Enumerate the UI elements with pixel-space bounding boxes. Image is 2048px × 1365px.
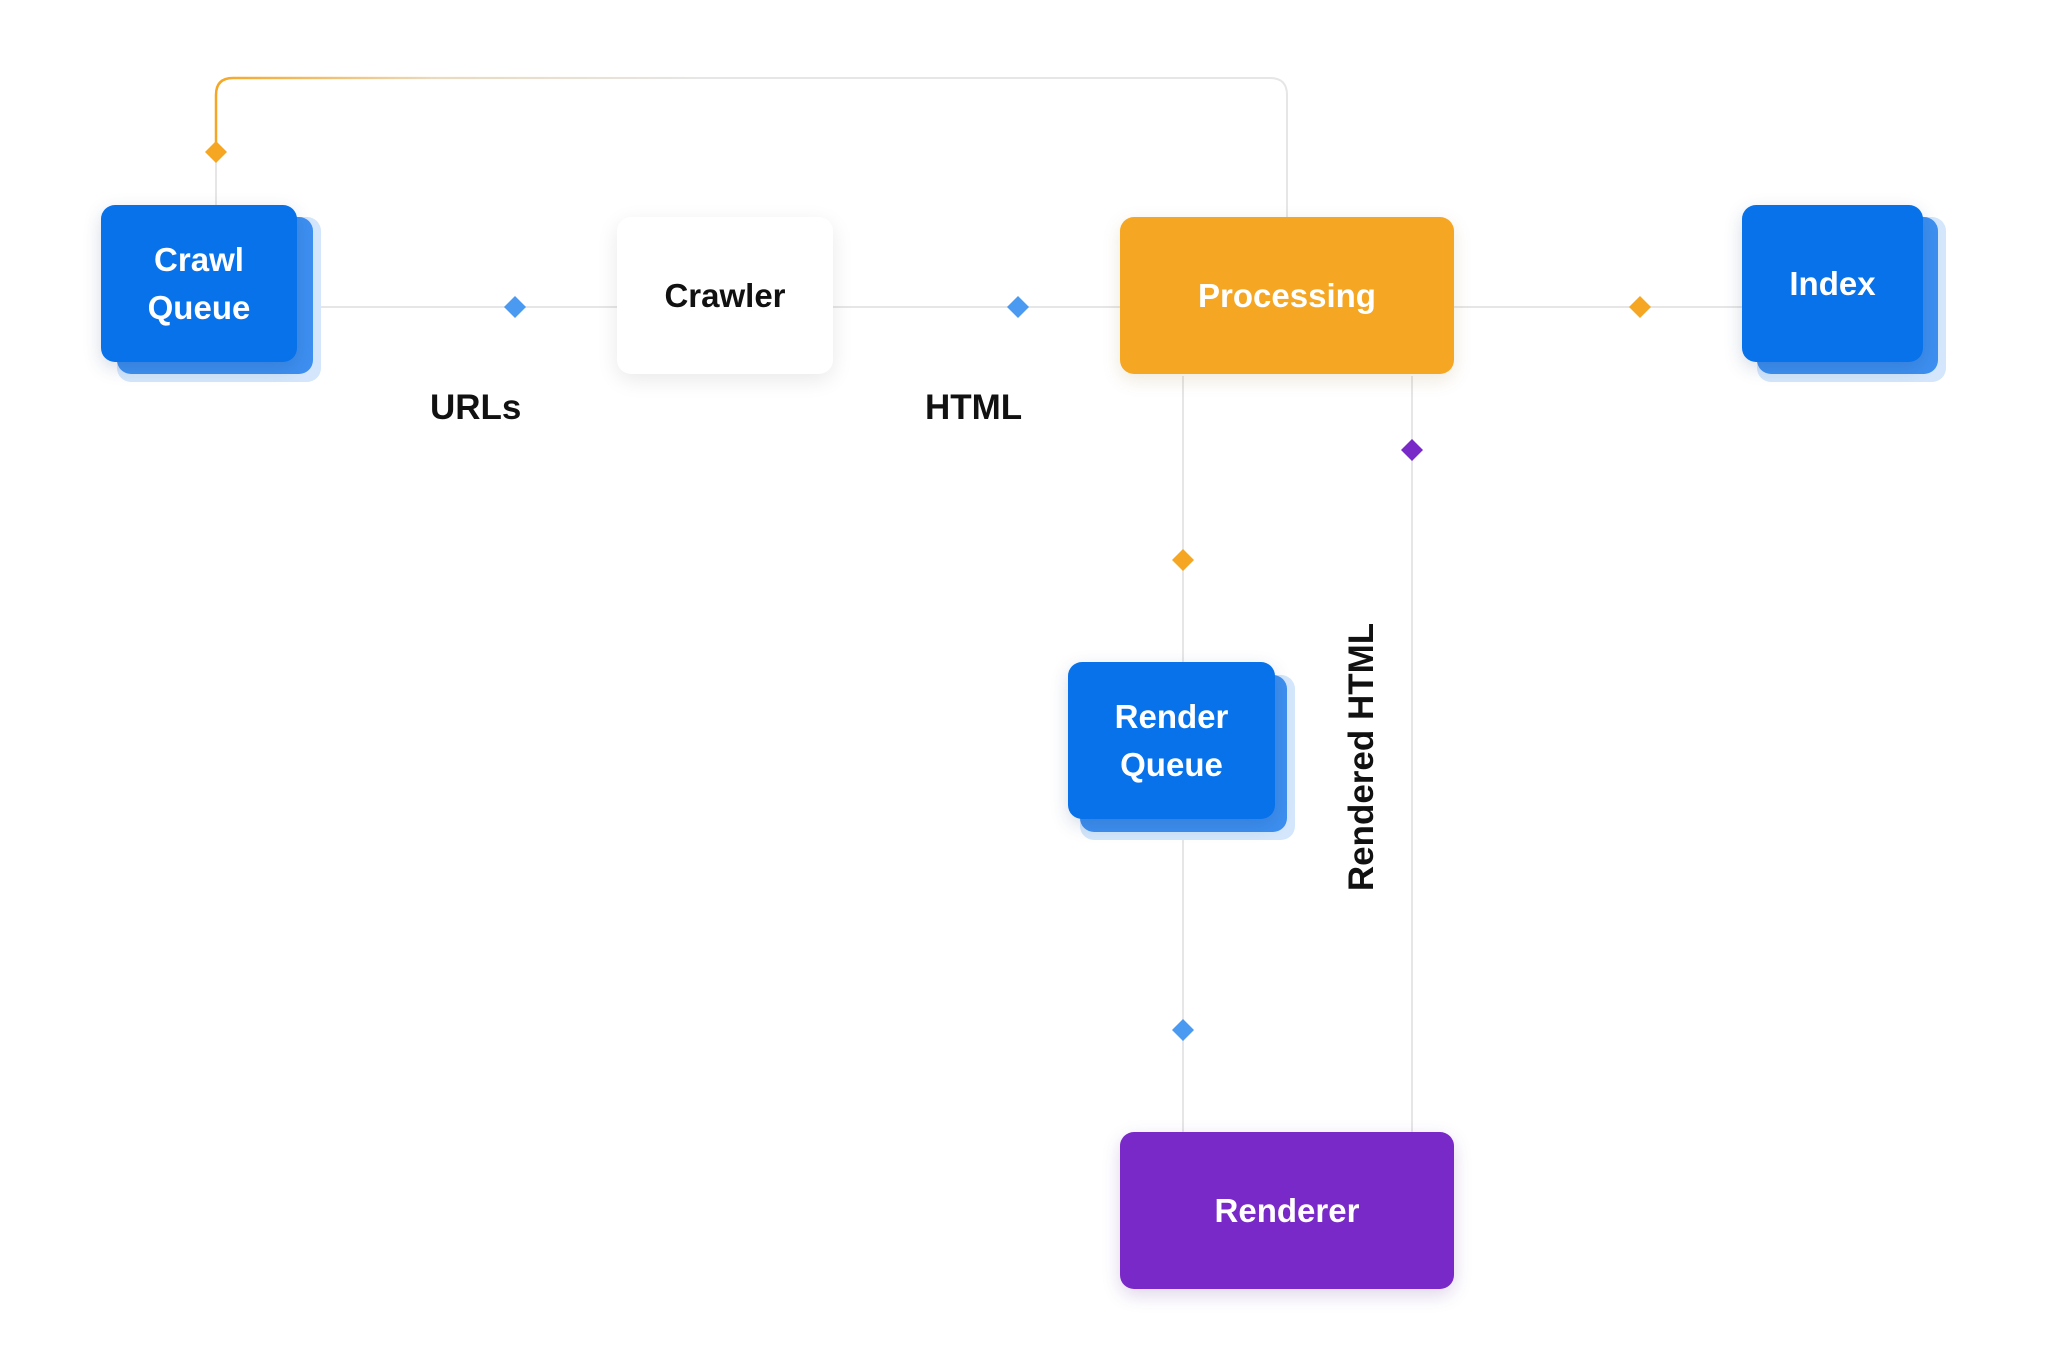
rendered-html-edge-label: Rendered HTML [1342, 622, 1381, 892]
recrawl-loop-arrow-line [214, 76, 700, 148]
crawl-queue-node[interactable]: Crawl Queue [101, 205, 297, 362]
crawler-node[interactable]: Crawler [617, 217, 833, 374]
processing-node[interactable]: Processing [1120, 217, 1454, 374]
index-arrowhead-diamond [1629, 296, 1651, 318]
index-node[interactable]: Index [1742, 205, 1923, 362]
renderer-label: Renderer [1214, 1191, 1360, 1229]
urls-arrowhead-diamond [504, 296, 526, 318]
crawl-queue-label: Crawl Queue [147, 240, 251, 326]
html-edge-label: HTML [925, 388, 1023, 427]
crawler-label: Crawler [664, 276, 786, 314]
render-queue-label: Render Queue [1114, 697, 1229, 783]
renderer-node[interactable]: Renderer [1120, 1132, 1454, 1289]
index-label: Index [1789, 264, 1876, 302]
html-arrowhead-diamond [1007, 296, 1029, 318]
connector-base-lines [215, 77, 1744, 1132]
render-queue-node[interactable]: Render Queue [1068, 662, 1275, 819]
urls-edge-label: URLs [430, 388, 522, 427]
recrawl-arrowhead-diamond [205, 141, 227, 163]
renderer-arrowhead-diamond [1172, 1019, 1194, 1041]
render-queue-arrowhead-diamond [1172, 549, 1194, 571]
processing-label: Processing [1198, 276, 1376, 314]
rendered-html-arrowhead-diamond [1401, 439, 1423, 461]
